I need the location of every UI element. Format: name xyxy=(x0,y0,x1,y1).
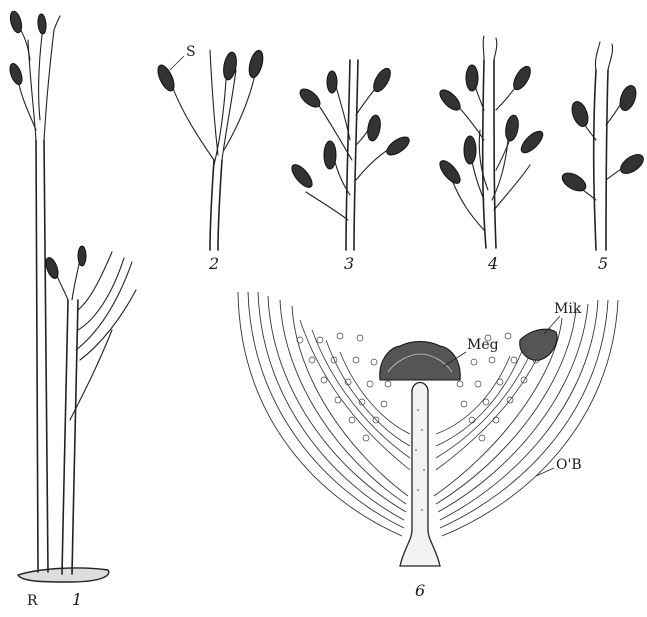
panel-4-branch xyxy=(436,36,546,248)
panel-5-branch xyxy=(559,42,646,250)
megasporangium-label: Meg xyxy=(467,338,499,352)
panel-number-1: 1 xyxy=(72,592,82,608)
microsporangium-label: Mik xyxy=(554,302,581,316)
panel-number-6: 6 xyxy=(415,583,425,599)
panel-2-branch xyxy=(155,49,266,250)
ovule-envelope-label: O'B xyxy=(556,458,582,472)
sporangium-label: S xyxy=(186,45,196,59)
panel-1-plant xyxy=(8,10,136,582)
panel-number-5: 5 xyxy=(598,256,608,272)
panel-6-cone-section xyxy=(238,292,618,566)
panel-number-2: 2 xyxy=(209,256,219,272)
panel-number-4: 4 xyxy=(488,256,498,272)
panel-number-3: 3 xyxy=(344,256,354,272)
panel-3-branch xyxy=(288,60,412,250)
rhizome xyxy=(18,568,109,582)
rhizome-label: R xyxy=(27,594,38,608)
